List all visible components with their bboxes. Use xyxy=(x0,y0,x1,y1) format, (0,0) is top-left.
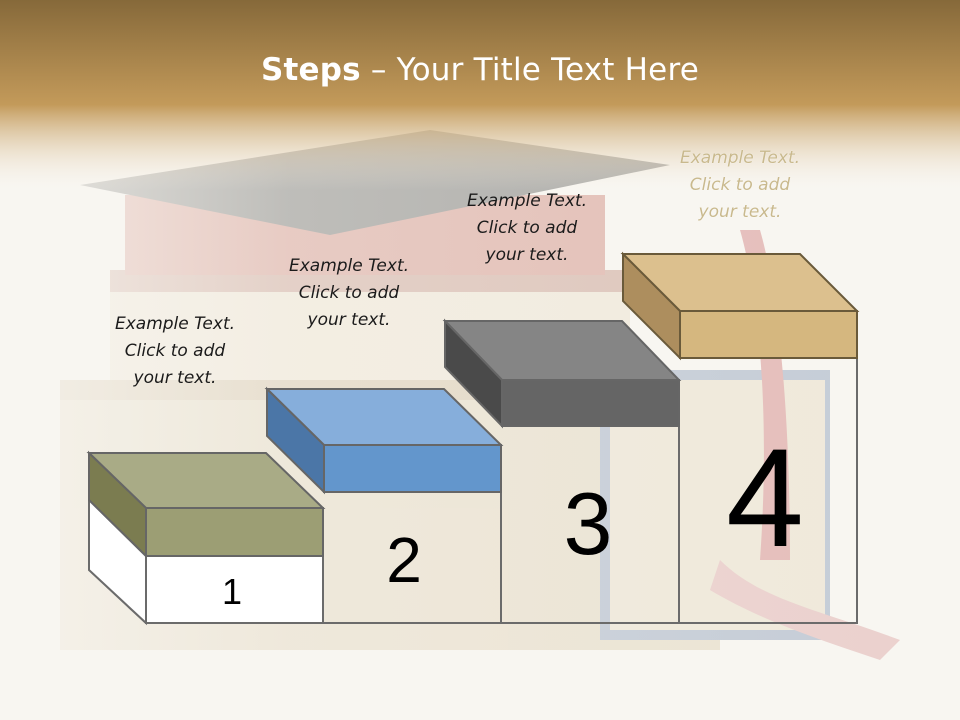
step2-line1: Example Text. xyxy=(288,256,410,276)
page-title[interactable]: Steps – Your Title Text Here xyxy=(0,52,960,88)
step1-line1: Example Text. xyxy=(114,314,236,334)
step3-block[interactable] xyxy=(442,318,682,429)
step3-number: 3 xyxy=(563,474,613,573)
title-bold: Steps xyxy=(260,52,361,88)
step3-caption[interactable]: Example Text. Click to add your text. xyxy=(432,188,622,269)
step3-line2: Click to add xyxy=(476,218,578,238)
step1-number: 1 xyxy=(221,571,243,612)
step1-line2: Click to add xyxy=(124,341,226,361)
step1-base-fill xyxy=(146,556,323,623)
step2-caption[interactable]: Example Text. Click to add your text. xyxy=(254,253,444,334)
step3-line3: your text. xyxy=(485,245,569,265)
step3-line1: Example Text. xyxy=(466,191,588,211)
step1-block[interactable] xyxy=(86,450,326,559)
step4-caption[interactable]: Example Text. Click to add your text. xyxy=(645,145,835,226)
step4-line3: your text. xyxy=(698,202,782,222)
step2-block[interactable] xyxy=(264,386,504,495)
title-rest: – Your Title Text Here xyxy=(360,52,699,88)
step1-caption[interactable]: Example Text. Click to add your text. xyxy=(80,311,270,392)
step2-line2: Click to add xyxy=(298,283,400,303)
step4-line2: Click to add xyxy=(689,175,791,195)
step4-line1: Example Text. xyxy=(679,148,801,168)
step1-line3: your text. xyxy=(133,368,217,388)
step2-line3: your text. xyxy=(307,310,391,330)
step4-number: 4 xyxy=(726,419,804,576)
step2-number: 2 xyxy=(386,524,422,596)
step4-block[interactable] xyxy=(620,251,860,361)
